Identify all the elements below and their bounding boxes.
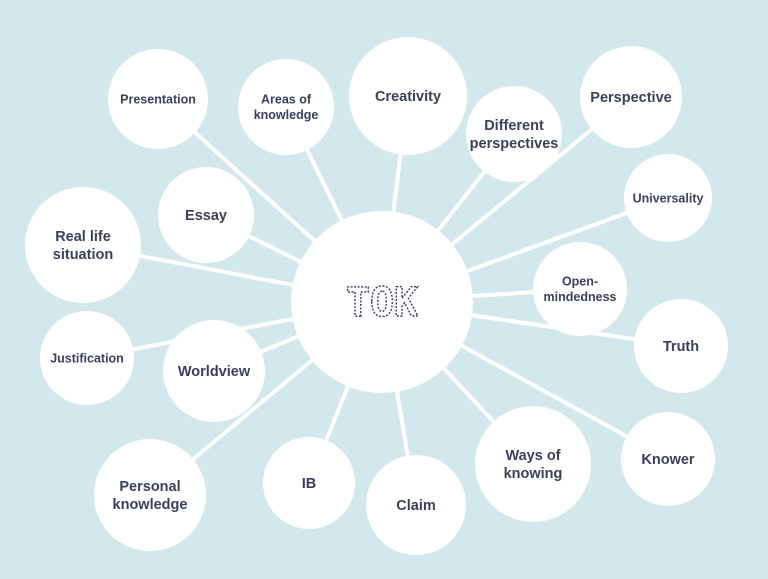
node-label-open-mindedness: Open- <box>562 275 598 289</box>
node-circle-different-perspectives <box>466 86 562 182</box>
node-circle-claim <box>366 455 466 555</box>
node-label-open-mindedness: mindedness <box>544 290 617 304</box>
node-open-mindedness: Open-mindedness <box>533 242 627 336</box>
center-circle <box>291 211 473 393</box>
node-label-real-life-situation: Real life <box>55 229 111 245</box>
node-perspective: Perspective <box>580 46 682 148</box>
node-label-presentation: Presentation <box>120 92 196 106</box>
node-circle-justification <box>40 311 134 405</box>
node-circle-perspective <box>580 46 682 148</box>
node-circle-knower <box>621 412 715 506</box>
node-label-perspective: Perspective <box>590 90 671 106</box>
node-label-ways-of-knowing: Ways of <box>505 448 560 464</box>
node-worldview: Worldview <box>163 320 265 422</box>
center-node: TOK <box>291 211 473 393</box>
node-creativity: Creativity <box>349 37 467 155</box>
node-label-creativity: Creativity <box>375 89 441 105</box>
node-circle-universality <box>624 154 712 242</box>
node-label-knower: Knower <box>641 452 695 468</box>
node-circle-personal-knowledge <box>94 439 206 551</box>
node-label-claim: Claim <box>396 498 436 514</box>
node-circle-areas-of-knowledge <box>238 59 334 155</box>
node-circle-open-mindedness <box>533 242 627 336</box>
node-label-personal-knowledge: Personal <box>119 479 180 495</box>
node-label-areas-of-knowledge: Areas of <box>261 93 312 107</box>
node-circle-presentation <box>108 49 208 149</box>
node-circle-essay <box>158 167 254 263</box>
node-label-universality: Universality <box>633 191 704 205</box>
node-label-personal-knowledge: knowledge <box>113 497 188 513</box>
node-circle-real-life-situation <box>25 187 141 303</box>
node-universality: Universality <box>624 154 712 242</box>
node-real-life-situation: Real life situation <box>25 187 141 303</box>
node-knower: Knower <box>621 412 715 506</box>
node-truth: Truth <box>634 299 728 393</box>
node-label-truth: Truth <box>663 339 699 355</box>
node-claim: Claim <box>366 455 466 555</box>
node-circle-worldview <box>163 320 265 422</box>
node-label-real-life-situation: situation <box>53 247 113 263</box>
node-label-worldview: Worldview <box>178 364 251 380</box>
node-label-areas-of-knowledge: knowledge <box>254 108 319 122</box>
node-circle-ways-of-knowing <box>475 406 591 522</box>
node-ib: IB <box>263 437 355 529</box>
node-label-justification: Justification <box>50 351 124 365</box>
node-label-different-perspectives: Different <box>484 118 544 134</box>
node-justification: Justification <box>40 311 134 405</box>
node-ways-of-knowing: Ways of knowing <box>475 406 591 522</box>
node-circle-truth <box>634 299 728 393</box>
node-personal-knowledge: Personal knowledge <box>94 439 206 551</box>
node-label-essay: Essay <box>185 208 227 224</box>
node-circle-creativity <box>349 37 467 155</box>
node-label-ways-of-knowing: knowing <box>504 466 563 482</box>
node-presentation: Presentation <box>108 49 208 149</box>
node-label-different-perspectives: perspectives <box>470 136 559 152</box>
node-essay: Essay <box>158 167 254 263</box>
node-circle-ib <box>263 437 355 529</box>
node-label-ib: IB <box>302 476 317 492</box>
center-label: TOK <box>346 280 418 326</box>
node-different-perspectives: Different perspectives <box>466 86 562 182</box>
